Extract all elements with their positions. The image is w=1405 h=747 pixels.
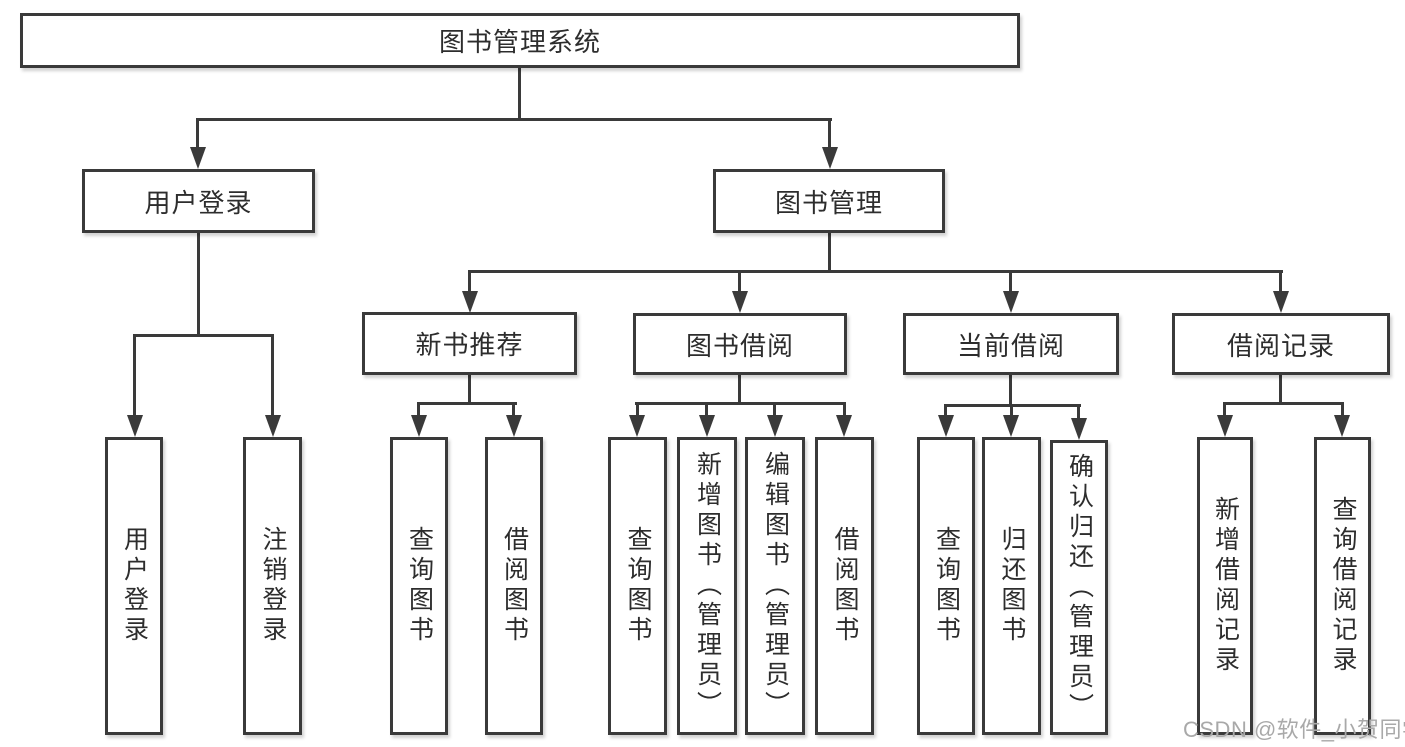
connector-line bbox=[843, 402, 846, 417]
connector-line bbox=[828, 118, 831, 150]
node-root: 图书管理系统 bbox=[20, 13, 1020, 68]
connector-line bbox=[468, 375, 471, 405]
arrow-down-icon bbox=[1217, 415, 1233, 437]
leaf-confirm-return-admin: 确认归还（管理员） bbox=[1050, 440, 1108, 735]
arrow-down-icon bbox=[732, 291, 748, 313]
leaf-edit-book-admin: 编辑图书（管理员） bbox=[745, 437, 805, 735]
connector-line bbox=[1223, 402, 1344, 405]
connector-line bbox=[133, 334, 136, 417]
arrow-down-icon bbox=[127, 415, 143, 437]
connector-line bbox=[468, 270, 471, 293]
leaf-return-book: 归还图书 bbox=[982, 437, 1041, 735]
node-current-borrow: 当前借阅 bbox=[903, 313, 1119, 375]
connector-line bbox=[1279, 375, 1282, 405]
connector-line bbox=[738, 375, 741, 405]
connector-line bbox=[1009, 270, 1012, 293]
node-user-login: 用户登录 bbox=[82, 169, 315, 233]
connector-line bbox=[133, 334, 274, 337]
connector-line bbox=[773, 402, 776, 417]
connector-line bbox=[1010, 404, 1013, 417]
connector-line bbox=[271, 334, 274, 417]
arrow-down-icon bbox=[629, 415, 645, 437]
arrow-down-icon bbox=[1273, 291, 1289, 313]
connector-line bbox=[705, 402, 708, 417]
connector-line bbox=[518, 68, 521, 121]
watermark-text: CSDN @软件_小贺同学 bbox=[1183, 717, 1405, 742]
node-borrow-records: 借阅记录 bbox=[1172, 313, 1390, 375]
leaf-add-borrow-record: 新增借阅记录 bbox=[1197, 437, 1253, 735]
arrow-down-icon bbox=[411, 415, 427, 437]
arrow-down-icon bbox=[265, 415, 281, 437]
arrow-down-icon bbox=[190, 147, 206, 169]
arrow-down-icon bbox=[836, 415, 852, 437]
connector-line bbox=[1279, 270, 1282, 293]
connector-line bbox=[196, 118, 199, 150]
connector-line bbox=[1009, 375, 1012, 407]
connector-line bbox=[635, 402, 846, 405]
node-new-book-recommend: 新书推荐 bbox=[362, 312, 577, 375]
connector-line bbox=[417, 402, 420, 417]
arrow-down-icon bbox=[1334, 415, 1350, 437]
connector-line bbox=[636, 402, 639, 417]
connector-line bbox=[944, 404, 947, 417]
arrow-down-icon bbox=[506, 415, 522, 437]
arrow-down-icon bbox=[1003, 415, 1019, 437]
connector-line bbox=[196, 118, 832, 121]
arrow-down-icon bbox=[1071, 418, 1087, 440]
connector-line bbox=[1223, 402, 1226, 417]
leaf-add-book-admin: 新增图书（管理员） bbox=[677, 437, 737, 735]
node-book-borrow: 图书借阅 bbox=[633, 313, 847, 375]
connector-line bbox=[738, 270, 741, 293]
leaf-query-borrow-record: 查询借阅记录 bbox=[1314, 437, 1371, 735]
connector-line bbox=[417, 402, 517, 405]
leaf-query-books-current: 查询图书 bbox=[917, 437, 975, 735]
arrow-down-icon bbox=[822, 147, 838, 169]
connector-line bbox=[468, 270, 1283, 273]
connector-line bbox=[1341, 402, 1344, 417]
leaf-logout: 注销登录 bbox=[243, 437, 302, 735]
arrow-down-icon bbox=[767, 415, 783, 437]
node-book-management: 图书管理 bbox=[713, 169, 945, 233]
leaf-query-books-borrow: 查询图书 bbox=[608, 437, 667, 735]
arrow-down-icon bbox=[699, 415, 715, 437]
arrow-down-icon bbox=[1003, 291, 1019, 313]
connector-line bbox=[828, 233, 831, 273]
leaf-user-login: 用户登录 bbox=[105, 437, 163, 735]
connector-line bbox=[197, 233, 200, 337]
leaf-borrow-books-recommend: 借阅图书 bbox=[485, 437, 543, 735]
leaf-query-books-recommend: 查询图书 bbox=[390, 437, 448, 735]
leaf-borrow-books: 借阅图书 bbox=[815, 437, 874, 735]
connector-line bbox=[1077, 404, 1080, 419]
arrow-down-icon bbox=[462, 291, 478, 313]
arrow-down-icon bbox=[938, 415, 954, 437]
connector-line bbox=[512, 402, 515, 417]
